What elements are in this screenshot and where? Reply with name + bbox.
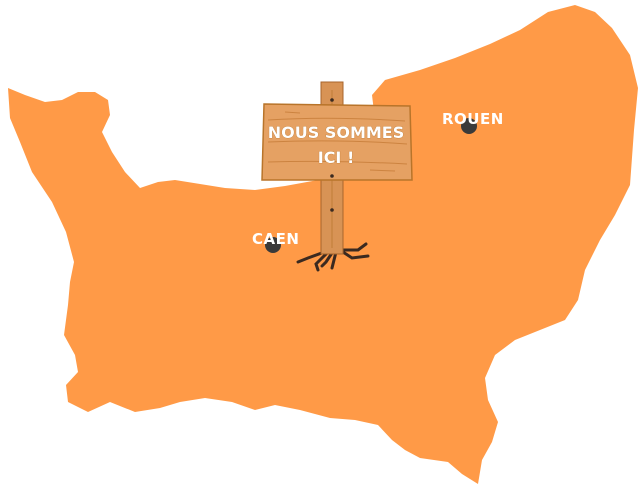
rouen-marker[interactable] — [461, 118, 477, 134]
signpost-board — [261, 103, 413, 181]
sign-text-line1: NOUS SOMMES — [268, 123, 405, 142]
signpost: NOUS SOMMES ICI ! — [261, 81, 413, 272]
caen-marker[interactable] — [265, 237, 281, 253]
city-label-caen: CAEN — [252, 230, 299, 248]
city-label-rouen: ROUEN — [442, 110, 504, 128]
sign-text-line2: ICI ! — [318, 148, 355, 167]
